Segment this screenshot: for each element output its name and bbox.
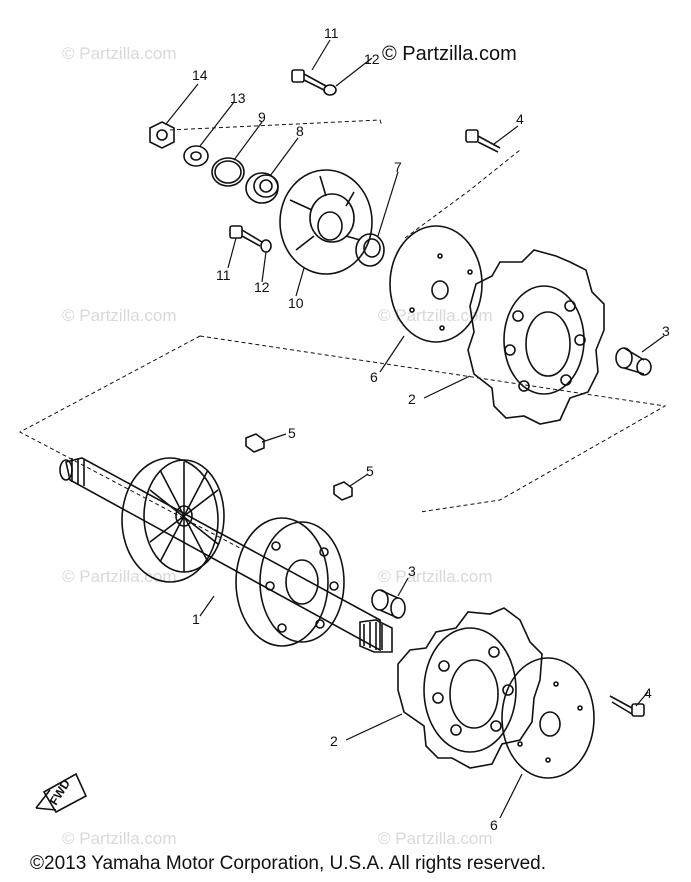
part-9-circlip [211,157,245,187]
callout-13: 13 [230,90,246,106]
part-3-spacer-lower [371,589,406,619]
part-6-plate-upper [389,225,483,343]
leader-5-lower [349,473,369,487]
leader-6-upper [379,335,405,373]
assembly-line [404,149,521,239]
callout-3-lower: 3 [408,563,416,579]
callout-3-upper: 3 [662,323,670,339]
callout-12-top: 12 [364,51,380,67]
part-12-washer-lower [260,239,272,253]
callout-11-lower: 11 [216,267,231,283]
watermark: © Partzilla.com [62,44,177,63]
leader-7 [377,171,399,237]
callout-12-lower: 12 [254,279,270,295]
leader-9 [233,121,263,161]
callout-8: 8 [296,123,304,139]
callout-7: 7 [394,159,402,175]
part-4-bolt-lower [609,695,645,717]
part-6-plate-lower [501,657,595,779]
callout-14: 14 [192,67,208,83]
fwd-label: FWD [47,777,74,808]
watermark: © Partzilla.com [378,829,493,848]
callout-10: 10 [288,295,304,311]
copyright-footer: ©2013 Yamaha Motor Corporation, U.S.A. A… [30,853,546,874]
leader-10 [295,267,305,297]
assembly-line [18,335,241,549]
callout-4-top: 4 [516,111,524,127]
part-12-washer-top [323,84,337,96]
leader-2-lower [345,713,403,741]
wheel-left [121,457,225,583]
leader-2-upper [423,375,471,399]
leader-11-lower [227,237,237,269]
watermark: © Partzilla.com [62,567,177,586]
watermark: © Partzilla.com [62,306,177,325]
part-1-shaft [59,457,393,653]
part-5-nut-upper [245,433,265,453]
part-13-washer [183,145,209,167]
leader-6-lower [499,773,523,819]
callout-2-upper: 2 [408,391,416,407]
callout-11-top: 11 [324,25,339,41]
part-10-bearing-housing [279,169,373,275]
part-14-nut [149,121,175,149]
leader-8 [269,137,299,177]
fwd-direction-arrow [35,772,88,814]
leader-3-upper [641,335,665,353]
wheel-middle [235,517,345,647]
assembly-line [169,119,383,131]
part-8-bearing [245,172,279,204]
assembly-line [199,335,667,513]
callout-9: 9 [258,109,266,125]
watermark: © Partzilla.com [62,829,177,848]
callout-6-lower: 6 [490,817,498,833]
copyright-top: © Partzilla.com [382,43,517,65]
callout-6-upper: 6 [370,369,378,385]
callout-2-lower: 2 [330,733,338,749]
leader-14 [165,83,199,125]
part-11-bolt-top [291,69,327,91]
callout-5-upper: 5 [288,425,296,441]
part-3-spacer-upper [615,347,652,376]
part-2-sprocket-upper [467,249,605,425]
leader-12-top [335,57,373,87]
part-5-nut-lower [333,481,353,501]
callout-5-lower: 5 [366,463,374,479]
part-2-sprocket-lower [397,607,543,769]
callout-4-lower: 4 [644,685,652,701]
leader-12-lower [261,251,267,283]
part-7-oil-seal [355,233,385,267]
leader-4-lower [635,691,649,707]
watermark: © Partzilla.com [378,306,493,325]
leader-3-lower [397,577,409,597]
part-4-bolt-top [465,129,501,153]
callout-1: 1 [192,611,200,627]
leader-13 [199,101,235,147]
leader-11-top [311,39,331,71]
leader-5-upper [261,433,287,443]
leader-1 [199,595,215,617]
leader-4-top [493,125,519,145]
